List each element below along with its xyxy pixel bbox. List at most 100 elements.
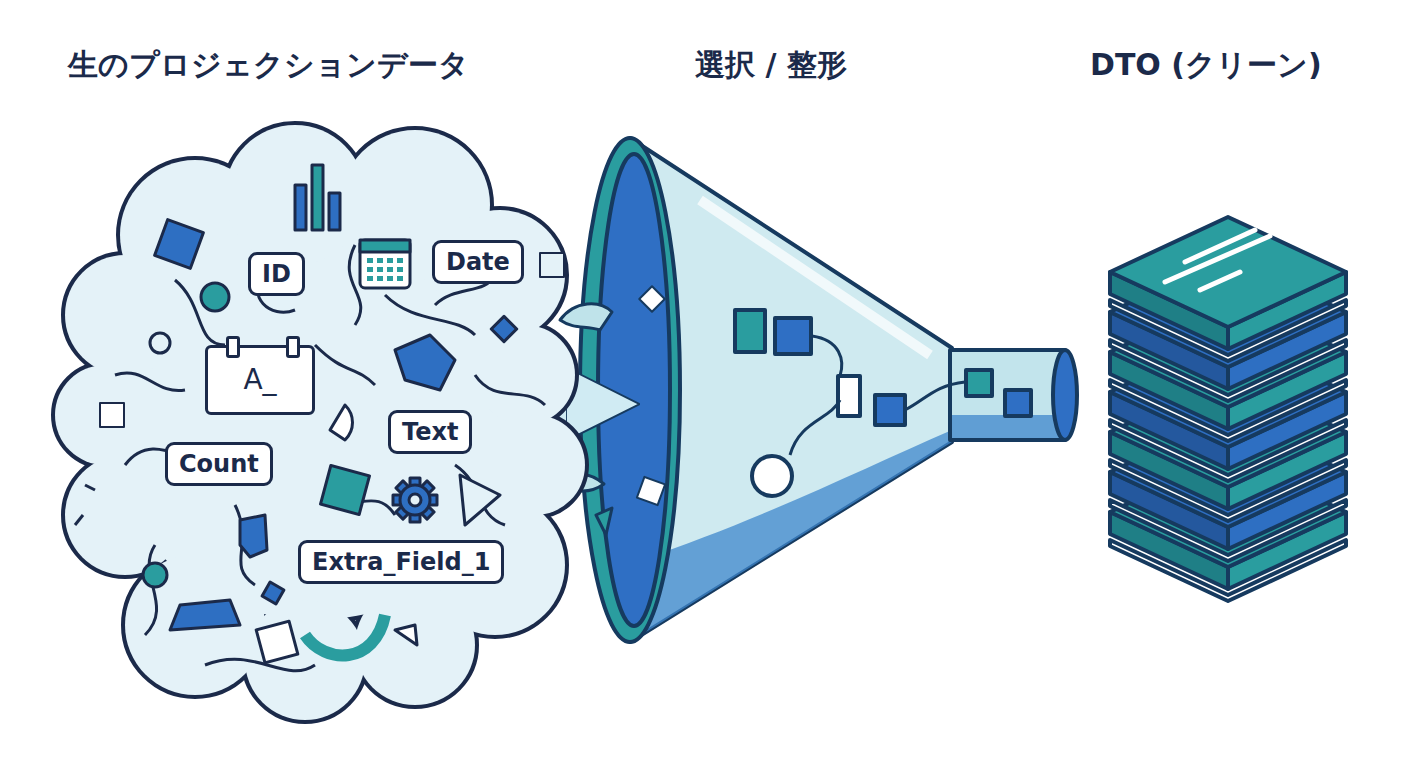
cloud-decoration-part	[360, 240, 410, 288]
cloud-decoration-part	[455, 465, 505, 525]
funnel-part	[580, 138, 680, 642]
cloud-decoration-part	[360, 240, 410, 252]
cloud-decoration-part	[115, 373, 185, 391]
calendar-tab	[226, 336, 240, 358]
funnel-part	[838, 376, 860, 416]
cloud-outline-part	[475, 325, 575, 425]
cloud-decoration-part	[397, 258, 403, 263]
field-label: Date	[446, 247, 510, 277]
funnel-part	[637, 477, 665, 505]
cloud-decoration-part	[305, 615, 385, 655]
cloud-decoration-part	[367, 258, 373, 263]
cloud-decoration-part	[75, 515, 83, 525]
funnel-stage: 選択 / 整形	[640, 45, 1080, 645]
cloud-decoration-part	[397, 267, 403, 272]
funnel-part	[1005, 390, 1031, 416]
calendar-box: A_	[205, 345, 315, 415]
cloud-decoration-part	[256, 621, 298, 663]
funnel-part	[905, 382, 965, 410]
cloud-decoration-part-part	[400, 485, 430, 515]
cloud-decoration-part	[377, 276, 383, 281]
field-label: Count	[179, 449, 259, 479]
calendar-tab	[286, 336, 300, 358]
cloud-decoration-part	[150, 333, 170, 353]
cloud-decoration-part	[387, 267, 393, 272]
funnel-part	[735, 310, 765, 352]
cloud-decoration-part	[315, 345, 375, 385]
cloud-decoration-part	[170, 600, 240, 630]
funnel-part	[790, 400, 840, 455]
funnel-part	[775, 318, 811, 354]
funnel-part	[560, 304, 612, 330]
field-box: Text	[388, 410, 472, 454]
cloud-decoration-part	[321, 466, 370, 515]
funnel-part	[700, 200, 930, 355]
field-label: Extra_Field_1	[312, 547, 490, 577]
field-label: ID	[262, 259, 291, 289]
field-box: Extra_Field_1	[298, 540, 504, 584]
cloud-decoration-part-part	[409, 494, 421, 506]
funnel-part	[812, 336, 842, 376]
dto-stack-part	[1165, 236, 1270, 282]
cloud-decoration-part	[367, 276, 373, 281]
cloud-decoration-part	[397, 276, 403, 281]
cloud-decoration-part	[387, 276, 393, 281]
cloud-decoration-part	[205, 659, 315, 671]
funnel-part	[752, 456, 792, 496]
cloud-decoration-part	[393, 478, 437, 522]
cloud-decoration-part	[155, 220, 204, 269]
cloud-decoration-part	[240, 515, 267, 557]
funnel-part	[966, 370, 992, 396]
cloud-decoration-part	[143, 563, 167, 587]
field-label: Text	[402, 417, 458, 447]
dto-layer-part	[1110, 217, 1346, 327]
cloud-decoration-part	[201, 283, 229, 311]
cloud-decoration-part	[367, 267, 373, 272]
funnel-part	[952, 415, 1063, 438]
cloud-decoration-part	[395, 625, 417, 645]
cloud-decoration-part	[145, 545, 157, 635]
cloud-decoration-part	[85, 485, 95, 490]
cloud-outline-part	[65, 255, 185, 375]
stage-heading: 生のプロジェクションデータ	[68, 45, 535, 85]
field-box: Count	[165, 442, 273, 486]
funnel-part	[1053, 350, 1077, 440]
cloud-decoration-part	[100, 403, 124, 427]
field-box: ID	[248, 252, 305, 296]
cloud-outline-part	[65, 255, 185, 375]
field-box: Date	[432, 240, 524, 284]
cloud-decoration	[75, 165, 564, 671]
cloud-decoration-part	[262, 582, 284, 604]
funnel-part	[598, 154, 670, 626]
cloud-decoration-part	[377, 267, 383, 272]
cloud-decoration-part	[385, 295, 475, 335]
cloud-outline-part	[55, 365, 155, 465]
cloud-outline-part	[475, 325, 575, 425]
funnel	[556, 138, 1077, 642]
cloud-decoration-part	[312, 165, 323, 230]
cloud-decoration-part	[377, 258, 383, 263]
cloud-decoration-part	[475, 375, 545, 405]
cloud-decoration-part	[387, 258, 393, 263]
stage-heading: DTO (クリーン)	[1090, 45, 1375, 85]
cloud-decoration-part	[395, 335, 455, 390]
funnel-part	[639, 286, 664, 311]
cloud-outline	[55, 125, 585, 720]
dto-stack	[1110, 217, 1346, 601]
cloud-decoration-part	[295, 185, 306, 230]
stage-heading: 選択 / 整形	[695, 45, 1080, 85]
cloud-decoration-part	[460, 475, 500, 525]
dto-stage: DTO (クリーン)	[1085, 45, 1375, 605]
cloud-decoration-part	[540, 253, 564, 277]
dto-layer	[1110, 217, 1346, 361]
cloud-decoration-part	[491, 316, 516, 341]
raw-data-cloud: 生のプロジェクションデータ ID DateA_ TextCountExtra_Fiel…	[55, 45, 535, 710]
funnel-part	[875, 395, 905, 425]
cloud-decoration-part	[329, 193, 340, 230]
funnel-part	[596, 508, 612, 535]
cloud-outline-part	[55, 365, 155, 465]
cloud-decoration-part	[330, 405, 353, 440]
field-label: A_	[243, 365, 276, 395]
dto-stack-part	[1200, 272, 1240, 290]
